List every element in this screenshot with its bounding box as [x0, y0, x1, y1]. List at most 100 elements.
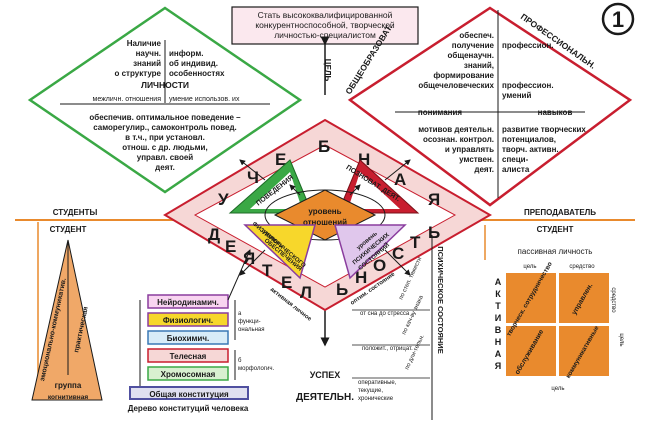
svg-text:Общая конституция: Общая конституция — [149, 390, 229, 399]
svg-text:СТУДЕНТ: СТУДЕНТ — [537, 225, 574, 234]
svg-text:осознан. контрол.: осознан. контрол. — [423, 135, 494, 144]
goal-label: ЦЕЛЬ — [323, 59, 332, 82]
svg-text:и управлять: и управлять — [445, 145, 494, 154]
svg-text:текущие,: текущие, — [358, 388, 383, 394]
svg-text:Ь: Ь — [336, 280, 348, 299]
svg-text:деят.: деят. — [155, 163, 175, 172]
teacher-label: ПРЕПОДАВАТЕЛЬ — [524, 208, 596, 217]
svg-text:оперативные,: оперативные, — [358, 380, 397, 386]
left-diamond-top-right: информ. об индивид. особенностях — [169, 49, 225, 78]
svg-text:Б: Б — [318, 137, 330, 156]
svg-text:морфологич.: морфологич. — [238, 366, 275, 372]
svg-text:потенциалов,: потенциалов, — [502, 135, 556, 144]
ring-top-letters: У Ч Е Б Н А Я — [218, 137, 440, 209]
result-line1: УСПЕХ — [310, 370, 341, 380]
svg-text:Е: Е — [275, 150, 286, 169]
left-diamond-top-left: Наличие научн. знаний о структуре — [114, 39, 161, 78]
svg-text:ПСИХИЧЕСКОЕ СОСТОЯНИЕ: ПСИХИЧЕСКОЕ СОСТОЯНИЕ — [436, 246, 445, 353]
svg-text:цель: цель — [523, 264, 536, 270]
svg-text:Наличие: Наличие — [127, 39, 162, 48]
center-arrows — [239, 159, 411, 276]
matrix-cell-communicative — [557, 324, 611, 378]
tree-item-neurodynamic — [147, 294, 229, 309]
svg-text:С: С — [392, 244, 404, 263]
tree-item-bodily — [147, 348, 229, 363]
svg-text:умствен.: умствен. — [459, 155, 494, 164]
badge-number: 1 — [612, 7, 624, 32]
svg-text:Л: Л — [300, 283, 312, 302]
tree-item-general — [129, 386, 249, 400]
svg-text:специ-: специ- — [502, 155, 529, 164]
svg-text:в т.ч., при установл.: в т.ч., при установл. — [125, 133, 205, 142]
svg-text:творч. активн.: творч. активн. — [502, 145, 559, 154]
svg-text:Ь: Ь — [428, 223, 440, 242]
svg-text:положит., отрицат.: положит., отрицат. — [362, 346, 413, 352]
svg-text:функци-: функци- — [238, 319, 261, 325]
svg-text:цель: цель — [551, 386, 564, 392]
svg-text:Н: Н — [495, 337, 502, 347]
goal-line2: конкурентноспособной, творческой — [255, 20, 395, 30]
left-tri-group: группа — [55, 381, 82, 390]
level-line2: отношений — [303, 218, 347, 227]
svg-text:Е: Е — [281, 273, 292, 292]
svg-text:саморегулир., самоконтроль пов: саморегулир., самоконтроль повед. — [93, 123, 237, 132]
svg-text:отнош. с др. людьми,: отнош. с др. людьми, — [122, 143, 207, 152]
svg-text:управл. своей: управл. своей — [137, 153, 194, 162]
svg-text:Хромосомная: Хромосомная — [161, 370, 216, 379]
svg-text:научн.: научн. — [136, 49, 161, 58]
matrix-cell-cooperation — [504, 271, 558, 325]
psych-triangle — [334, 224, 407, 280]
right-diamond-left-col: мотивов деятельн. осознан. контрол. и уп… — [418, 125, 494, 174]
svg-text:Е: Е — [225, 237, 236, 256]
left-student-header: СТУДЕНТ — [50, 225, 87, 234]
svg-text:У: У — [218, 190, 229, 209]
svg-text:Физиологич.: Физиологич. — [163, 316, 213, 325]
svg-text:Т: Т — [495, 301, 501, 311]
right-matrix: СТУДЕНТ пассивная личность цель средство… — [484, 225, 624, 392]
svg-text:профессион.: профессион. — [502, 81, 554, 90]
level-line1: уровень — [308, 207, 341, 216]
physio-triangle — [243, 224, 316, 280]
svg-text:обеспечив. оптимальное поведен: обеспечив. оптимальное поведение – — [89, 113, 241, 122]
svg-text:О: О — [373, 256, 386, 275]
result-line2: ДЕЯТЕЛЬН. — [296, 392, 354, 403]
svg-text:ональная: ональная — [238, 327, 265, 333]
left-diamond-bottom: обеспечив. оптимальное поведение – самор… — [89, 113, 241, 172]
right-diamond-top-right: профессион. профессион. умений — [502, 41, 554, 100]
svg-text:цель: цель — [618, 333, 624, 346]
svg-text:общечеловеческих: общечеловеческих — [418, 81, 494, 90]
goal-line3: личностью-специалистом — [274, 30, 376, 40]
svg-text:Д: Д — [208, 225, 220, 244]
svg-text:средство: средство — [610, 287, 616, 313]
svg-text:Н: Н — [355, 268, 367, 287]
ring-bottom-letters: Д Е Я Т Е Л Ь Н О С Т Ь — [208, 223, 440, 302]
svg-text:а: а — [238, 311, 242, 317]
goal-line1: Стать высококвалифицированной — [258, 10, 393, 20]
svg-text:знаний,: знаний, — [464, 61, 494, 70]
badge-circle — [601, 2, 635, 36]
svg-text:обеспеч.: обеспеч. — [459, 31, 494, 40]
right-diamond-right-col: развитие творческих потенциалов, творч. … — [502, 125, 586, 174]
relations-right: умение использов. их — [169, 96, 240, 103]
svg-text:В: В — [495, 325, 502, 335]
svg-text:об индивид.: об индивид. — [169, 59, 218, 68]
cognitive-triangle-inner — [348, 172, 400, 209]
svg-text:Т: Т — [262, 261, 273, 280]
behavior-triangle-inner — [250, 172, 302, 209]
svg-text:деят.: деят. — [474, 165, 494, 174]
svg-text:информ.: информ. — [169, 49, 203, 58]
left-tri-cognitive: когнитивная — [48, 394, 88, 401]
svg-text:формирование: формирование — [433, 71, 494, 80]
svg-text:о структуре: о структуре — [114, 69, 161, 78]
svg-text:Т: Т — [410, 233, 421, 252]
skills-label: навыков — [538, 108, 573, 117]
svg-text:Нейродинамич.: Нейродинамич. — [157, 298, 219, 307]
svg-text:пассивная личность: пассивная личность — [518, 247, 593, 256]
svg-text:развитие творческих: развитие творческих — [502, 125, 586, 134]
tree-item-chromosomal — [147, 366, 229, 381]
svg-text:профессион.: профессион. — [502, 41, 554, 50]
right-diamond — [347, 6, 633, 207]
tree-caption: Дерево конституций человека — [128, 404, 249, 413]
svg-text:по дли-тельн.: по дли-тельн. — [404, 334, 426, 371]
